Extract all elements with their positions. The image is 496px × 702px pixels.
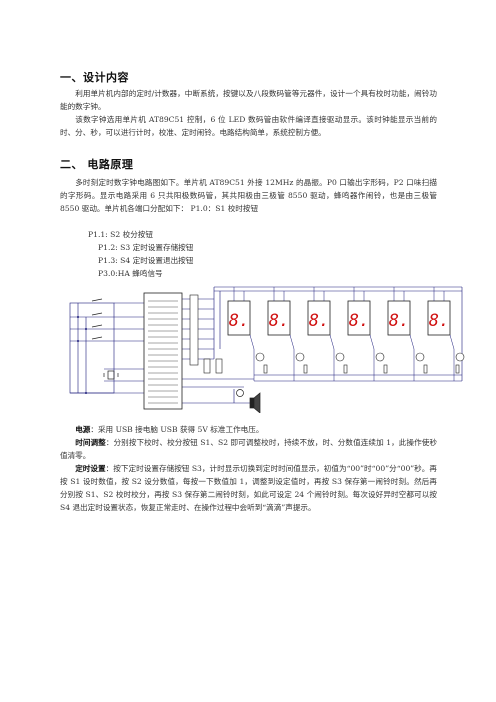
power-label: 电源 bbox=[75, 425, 91, 434]
digit-glyph-6: 8. bbox=[429, 311, 449, 331]
digit-glyph-1: 8. bbox=[229, 311, 249, 331]
power-text: ：采用 USB 接电脑 USB 获得 5V 标准工作电压。 bbox=[90, 425, 264, 434]
section2-paragraph-1: 多时刻定时数字钟电路图如下。单片机 AT89C51 外接 12MHz 的晶振。P… bbox=[60, 178, 437, 213]
time-adjust-text: ：分别按下校时、校分按钮 S1、S2 即可调整校时，持续不放，时、分数值连续加 … bbox=[60, 438, 438, 460]
digit-glyph-5: 8. bbox=[389, 311, 409, 331]
time-adjust-paragraph: 时间调整：分别按下校时、校分按钮 S1、S2 即可调整校时，持续不放，时、分数值… bbox=[60, 436, 437, 462]
power-paragraph: 电源：采用 USB 接电脑 USB 获得 5V 标准工作电压。 bbox=[60, 423, 437, 436]
seven-segment-digit-6: 8. bbox=[427, 300, 451, 336]
section1-title: 一、设计内容 bbox=[60, 71, 129, 84]
buzzer-icon bbox=[236, 389, 261, 413]
digit-glyph-3: 8. bbox=[309, 311, 329, 331]
time-adjust-label: 时间调整 bbox=[75, 438, 106, 447]
digit-glyph-2: 8. bbox=[269, 311, 289, 331]
seven-segment-digit-3: 8. bbox=[307, 300, 331, 336]
section2-title: 二、 电路原理 bbox=[60, 158, 134, 171]
seven-segment-digit-5: 8. bbox=[387, 300, 411, 336]
alarm-setting-paragraph: 定时设置：按下定时设置存储按钮 S3，计时显示切换到定时时间值显示，初值为“00… bbox=[60, 462, 437, 514]
mcu-chip bbox=[143, 292, 183, 410]
section1-paragraph-2: 该数字钟选用单片机 AT89C51 控制，6 位 LED 数码管由软件编译直接驱… bbox=[60, 115, 437, 137]
port-item-p3-0: P3.0:HA 蜂鸣信号 bbox=[98, 269, 163, 278]
seven-segment-digit-1: 8. bbox=[227, 300, 251, 336]
seven-segment-displays: 8. 8. 8. 8. 8. 8. bbox=[227, 300, 451, 336]
port-item-p1-2: P1.2: S3 定时设置存储按钮 bbox=[98, 243, 194, 252]
alarm-setting-label: 定时设置 bbox=[75, 464, 106, 473]
seven-segment-digit-2: 8. bbox=[267, 300, 291, 336]
section1-paragraph-1: 利用单片机内部的定时/计数器，中断系统，按键以及八段数码管等元器件，设计一个具有… bbox=[60, 89, 437, 111]
port-item-p1-3: P1.3: S4 定时设置退出按钮 bbox=[98, 256, 194, 265]
seven-segment-digit-4: 8. bbox=[347, 300, 371, 336]
digit-glyph-4: 8. bbox=[349, 311, 369, 331]
alarm-setting-text: ：按下定时设置存储按钮 S3，计时显示切换到定时时间值显示，初值为“00”时“0… bbox=[60, 464, 437, 512]
port-item-p1-1: P1.1: S2 校分按钮 bbox=[88, 230, 153, 239]
circuit-schematic: 8. 8. 8. 8. 8. 8. bbox=[69, 286, 465, 413]
